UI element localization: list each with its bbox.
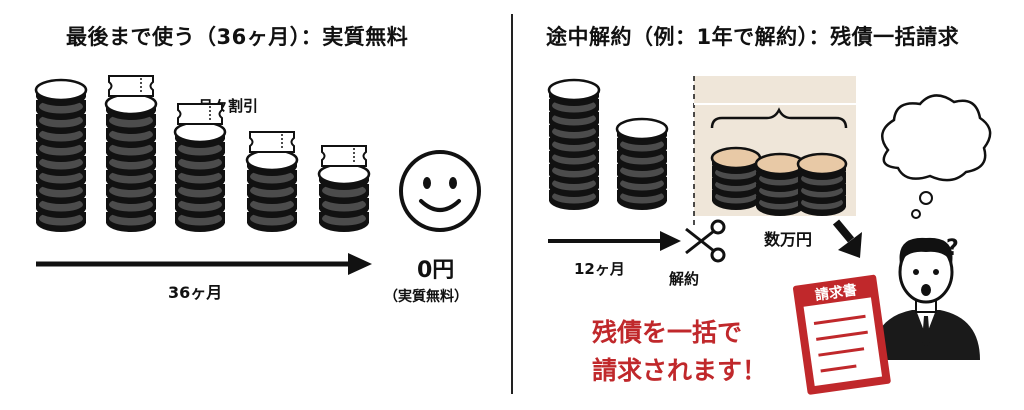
question-mark: ? bbox=[946, 236, 959, 261]
coin-stack-icon bbox=[615, 117, 669, 210]
scissors-icon bbox=[685, 219, 726, 263]
warning-line-2: 請求されます！ bbox=[592, 356, 768, 385]
result-value: 0円 bbox=[417, 258, 455, 283]
warning-line-1: 残債を一括で bbox=[592, 318, 743, 347]
coin-stack-icon bbox=[317, 162, 371, 232]
coin-stack-icon bbox=[104, 92, 158, 232]
surprised-man-icon bbox=[872, 237, 980, 360]
right-panel-title: 途中解約（例：1年で解約）：残債一括請求 bbox=[546, 25, 960, 49]
left-timeline-arrow-icon bbox=[36, 253, 372, 275]
coin-stack-icon bbox=[173, 120, 227, 232]
coupon-icon bbox=[249, 131, 295, 153]
left-panel-title: 最後まで使う（36ヶ月）：実質無料 bbox=[66, 25, 409, 49]
coin-stack-icon bbox=[754, 152, 806, 216]
coin-stack-icon bbox=[547, 78, 601, 210]
discount-label: 月々割引 bbox=[198, 97, 259, 115]
coupon-icon bbox=[108, 75, 154, 97]
panel-divider bbox=[511, 14, 513, 394]
coin-stack-icon bbox=[34, 78, 88, 232]
coin-stack-icon bbox=[796, 152, 848, 216]
right-timeline-arrow-icon bbox=[548, 231, 681, 251]
cancel-label: 解約 bbox=[669, 270, 700, 288]
remaining-coin-stacks bbox=[710, 146, 848, 216]
coupon-icon bbox=[321, 145, 367, 167]
amount-label: 数万円 bbox=[764, 230, 813, 249]
coin-stack-icon bbox=[245, 148, 299, 232]
right-timeline-label: 12ヶ月 bbox=[574, 260, 625, 278]
result-note: （実質無料） bbox=[384, 289, 468, 305]
arrow-down-icon bbox=[832, 219, 862, 258]
smiley-face-icon bbox=[399, 150, 481, 232]
paid-coin-stacks bbox=[547, 78, 669, 210]
coin-stack-icon bbox=[710, 146, 762, 210]
left-timeline-label: 36ヶ月 bbox=[168, 283, 223, 302]
invoice-icon: 請求書 bbox=[792, 274, 891, 395]
remaining-label: 残りの24回分 bbox=[739, 82, 835, 100]
thought-text: 解約金が高額に… bbox=[893, 135, 963, 169]
invoice-title: 請求書 bbox=[814, 281, 858, 304]
